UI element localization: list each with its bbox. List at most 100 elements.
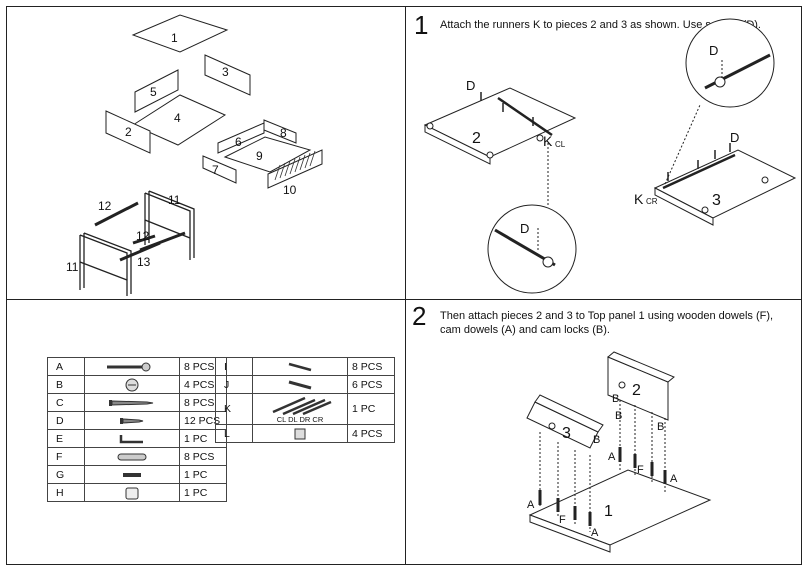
part-label-13: 13 [137, 255, 151, 269]
part-label-9: 9 [256, 149, 263, 163]
part-qty: 8 PCS [347, 357, 395, 376]
step1-label-d-detail: D [709, 43, 718, 58]
part-label-2: 2 [125, 125, 132, 139]
step2-label-a2: A [670, 473, 678, 485]
step2-label-b2: B [657, 421, 664, 433]
parts-table-right: I 8 PCS J 6 PCS K CL DL DR CR 1 PC L 4 PCS [215, 357, 395, 443]
part-code: C [47, 393, 85, 412]
parts-row-f: F 8 PCS [47, 447, 227, 466]
step1-label-k: K [543, 133, 553, 149]
step2-label-a4: A [591, 527, 599, 539]
part-code: A [47, 357, 85, 376]
cam-dowel-icon [84, 357, 180, 376]
step1-text: Attach the runners K to pieces 2 and 3 a… [440, 19, 761, 31]
part-label-3: 3 [222, 65, 229, 79]
step2-label-piece1: 1 [604, 503, 613, 520]
part-qty: 6 PCS [347, 375, 395, 394]
part-label-11-right: 11 [168, 193, 181, 207]
step2-text-line1: Then attach pieces 2 and 3 to Top panel … [440, 310, 774, 322]
part-label-12-top: 12 [98, 199, 112, 213]
drawer-runners-icon: CL DL DR CR [252, 393, 348, 425]
part-code: L [215, 424, 253, 443]
machine-screw-icon [252, 357, 348, 376]
part-label-1: 1 [171, 31, 178, 45]
step1-label-cl: CL [555, 140, 566, 149]
step2-label-f1: F [637, 464, 644, 476]
parts-row-l: L 4 PCS [215, 424, 395, 443]
step2-piece2 [607, 351, 675, 421]
step1-label-cr: CR [646, 197, 658, 206]
connector-icon [252, 424, 348, 443]
part-code: H [47, 483, 85, 502]
wooden-dowel-icon [84, 447, 180, 466]
step1-label-d-detail-bottom: D [520, 221, 529, 236]
parts-row-i: I 8 PCS [215, 357, 395, 376]
part-label-7: 7 [212, 163, 219, 177]
instruction-sheet [6, 6, 802, 565]
part-label-10: 10 [283, 183, 297, 197]
part-code: F [47, 447, 85, 466]
runner-sublabel: CL DL DR CR [276, 415, 324, 424]
part-code: D [47, 411, 85, 430]
divider-vertical [405, 6, 406, 565]
part-qty: 1 PC [179, 483, 227, 502]
part-qty: 1 PC [347, 393, 395, 425]
step1-label-piece2: 2 [472, 130, 481, 147]
long-screw-icon [252, 375, 348, 394]
parts-row-g: G 1 PC [47, 465, 227, 484]
part-label-6: 6 [235, 135, 242, 149]
step2-number: 2 [412, 301, 427, 331]
divider-horizontal [6, 299, 802, 300]
step2-piece1 [528, 469, 712, 553]
part-qty: 4 PCS [347, 424, 395, 443]
step2-label-b1: B [612, 393, 619, 405]
small-screw-icon [84, 411, 180, 430]
part-label-4: 4 [174, 111, 181, 125]
exploded-view [79, 14, 323, 296]
part-code: I [215, 357, 253, 376]
part-label-12-mid: 12 [136, 229, 150, 243]
step2-label-a1: A [608, 451, 616, 463]
part-label-8: 8 [280, 126, 287, 140]
bolt-icon [84, 465, 180, 484]
step1-piece3 [653, 149, 797, 226]
part-qty: 8 PCS [179, 447, 227, 466]
cam-lock-icon [84, 375, 180, 394]
step1-label-d: D [466, 78, 475, 93]
part-code: J [215, 375, 253, 394]
wood-screw-icon [84, 393, 180, 412]
step1-label-k2: K [634, 191, 644, 207]
step2-label-f2: F [559, 514, 566, 526]
part-qty: 1 PC [179, 465, 227, 484]
step1-number: 1 [414, 10, 429, 40]
step2-label-piece2: 2 [632, 382, 641, 399]
allen-key-icon [84, 429, 180, 448]
parts-row-h: H 1 PC [47, 483, 227, 502]
part-code: K [215, 393, 253, 425]
part-code: G [47, 465, 85, 484]
parts-row-k: K CL DL DR CR 1 PC [215, 393, 395, 425]
part-label-5: 5 [150, 85, 157, 99]
detail-circle-right [685, 18, 775, 108]
step2-label-b4: B [615, 410, 622, 422]
part-label-11-left: 11 [66, 260, 79, 274]
step2-label-b3: B [593, 434, 600, 446]
step2-label-a3: A [527, 499, 535, 511]
step1-label-piece3: 3 [712, 192, 721, 209]
cap-icon [84, 483, 180, 502]
parts-row-j: J 6 PCS [215, 375, 395, 394]
step1-label-d-right: D [730, 130, 739, 145]
step2-label-piece3: 3 [562, 425, 571, 442]
step2-piece3 [526, 394, 604, 449]
detail-circle-left [487, 204, 577, 294]
part-code: E [47, 429, 85, 448]
step2-text-line2: cam dowels (A) and cam locks (B). [440, 324, 610, 336]
step1-piece2 [423, 87, 577, 165]
